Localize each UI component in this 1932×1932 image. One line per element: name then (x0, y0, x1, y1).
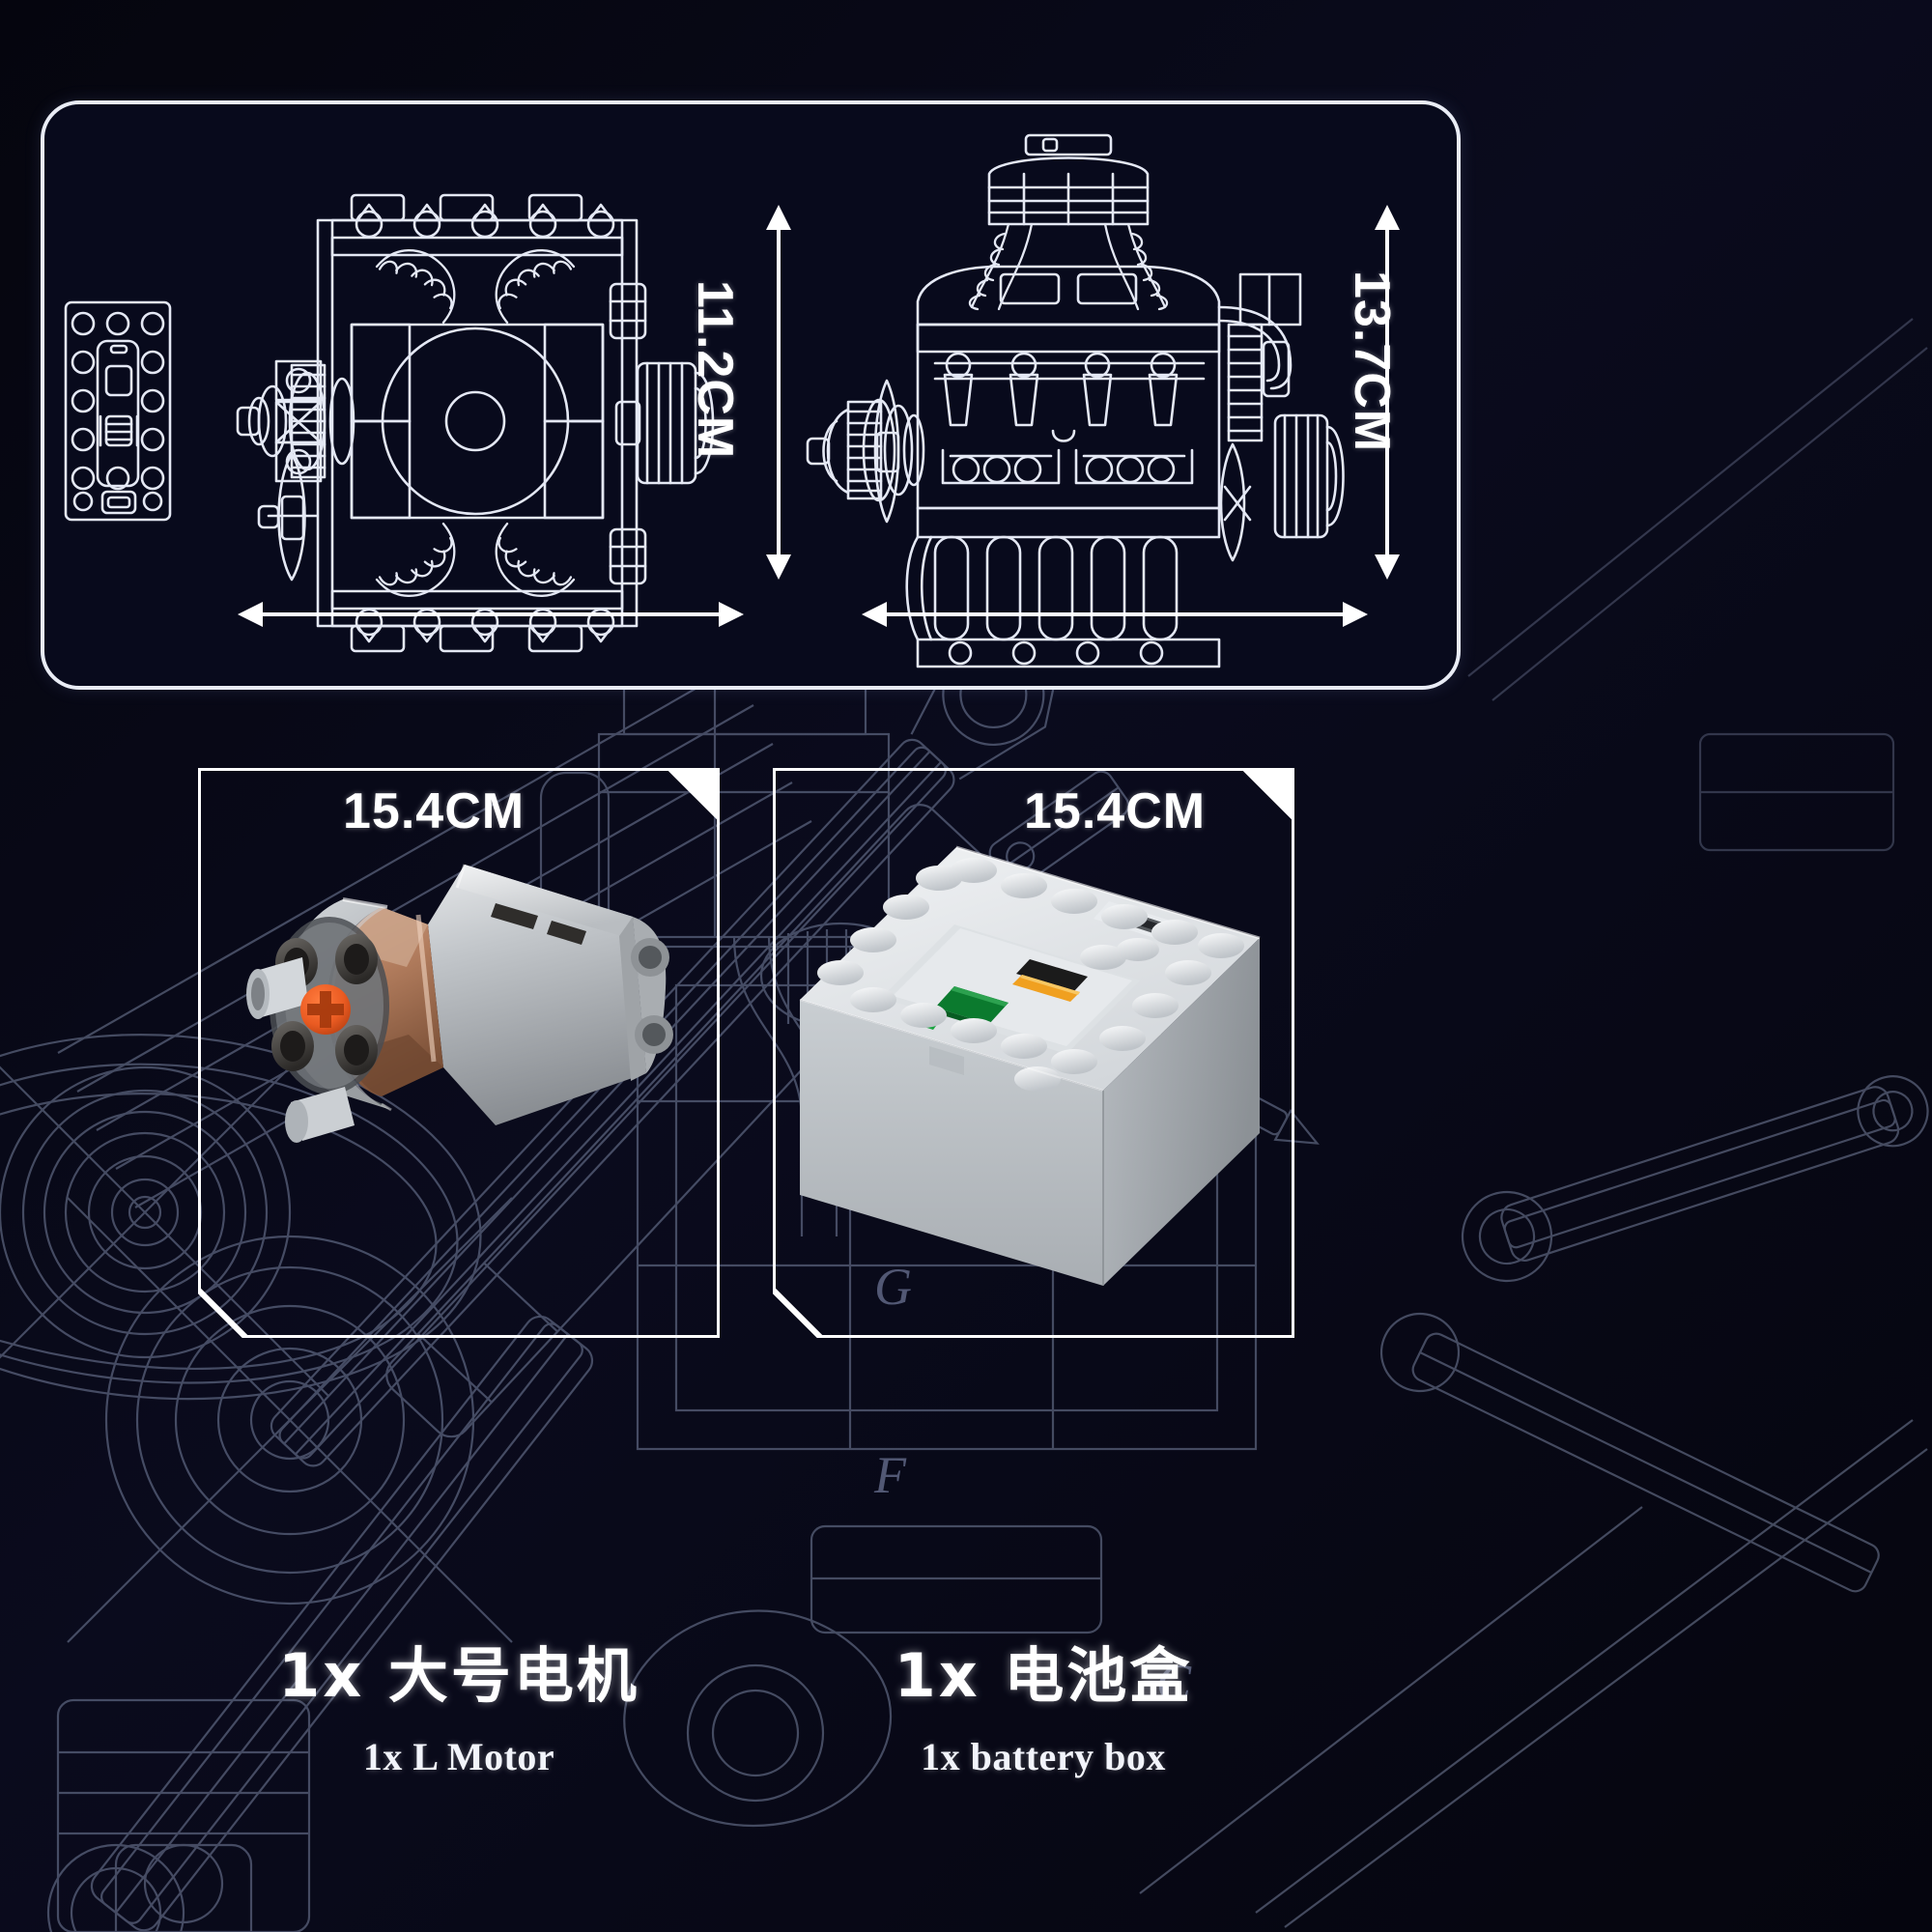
caption-l-motor: 1x 大号电机 1x L Motor (150, 1642, 768, 1779)
dimensions-panel (41, 100, 1461, 690)
photo-l-motor (246, 864, 673, 1143)
part-frame-battery (773, 768, 1294, 1338)
svg-text:C: C (1156, 1654, 1192, 1712)
part-card-battery-box (773, 768, 1294, 1338)
caption-battery-box: 1x 电池盒 1x battery box (734, 1642, 1352, 1779)
caption-battery-cn: 1x 电池盒 (894, 1640, 1193, 1711)
dimension-left-width: 15.4CM (343, 783, 526, 839)
dimension-right-height: 13.7CM (1344, 270, 1400, 453)
dimension-left-height: 11.2CM (687, 280, 743, 460)
photo-battery-box (799, 845, 1261, 1286)
part-frame-motor (198, 768, 720, 1338)
caption-motor-cn: 1x 大号电机 (278, 1640, 639, 1711)
svg-text:F: F (873, 1446, 907, 1504)
dimension-right-width: 15.4CM (1024, 783, 1207, 839)
svg-text:G: G (874, 1258, 912, 1316)
caption-battery-en: 1x battery box (921, 1735, 1166, 1779)
engine-technical-drawings (64, 133, 1400, 668)
caption-motor-en: 1x L Motor (362, 1735, 555, 1779)
part-card-l-motor (198, 768, 720, 1338)
